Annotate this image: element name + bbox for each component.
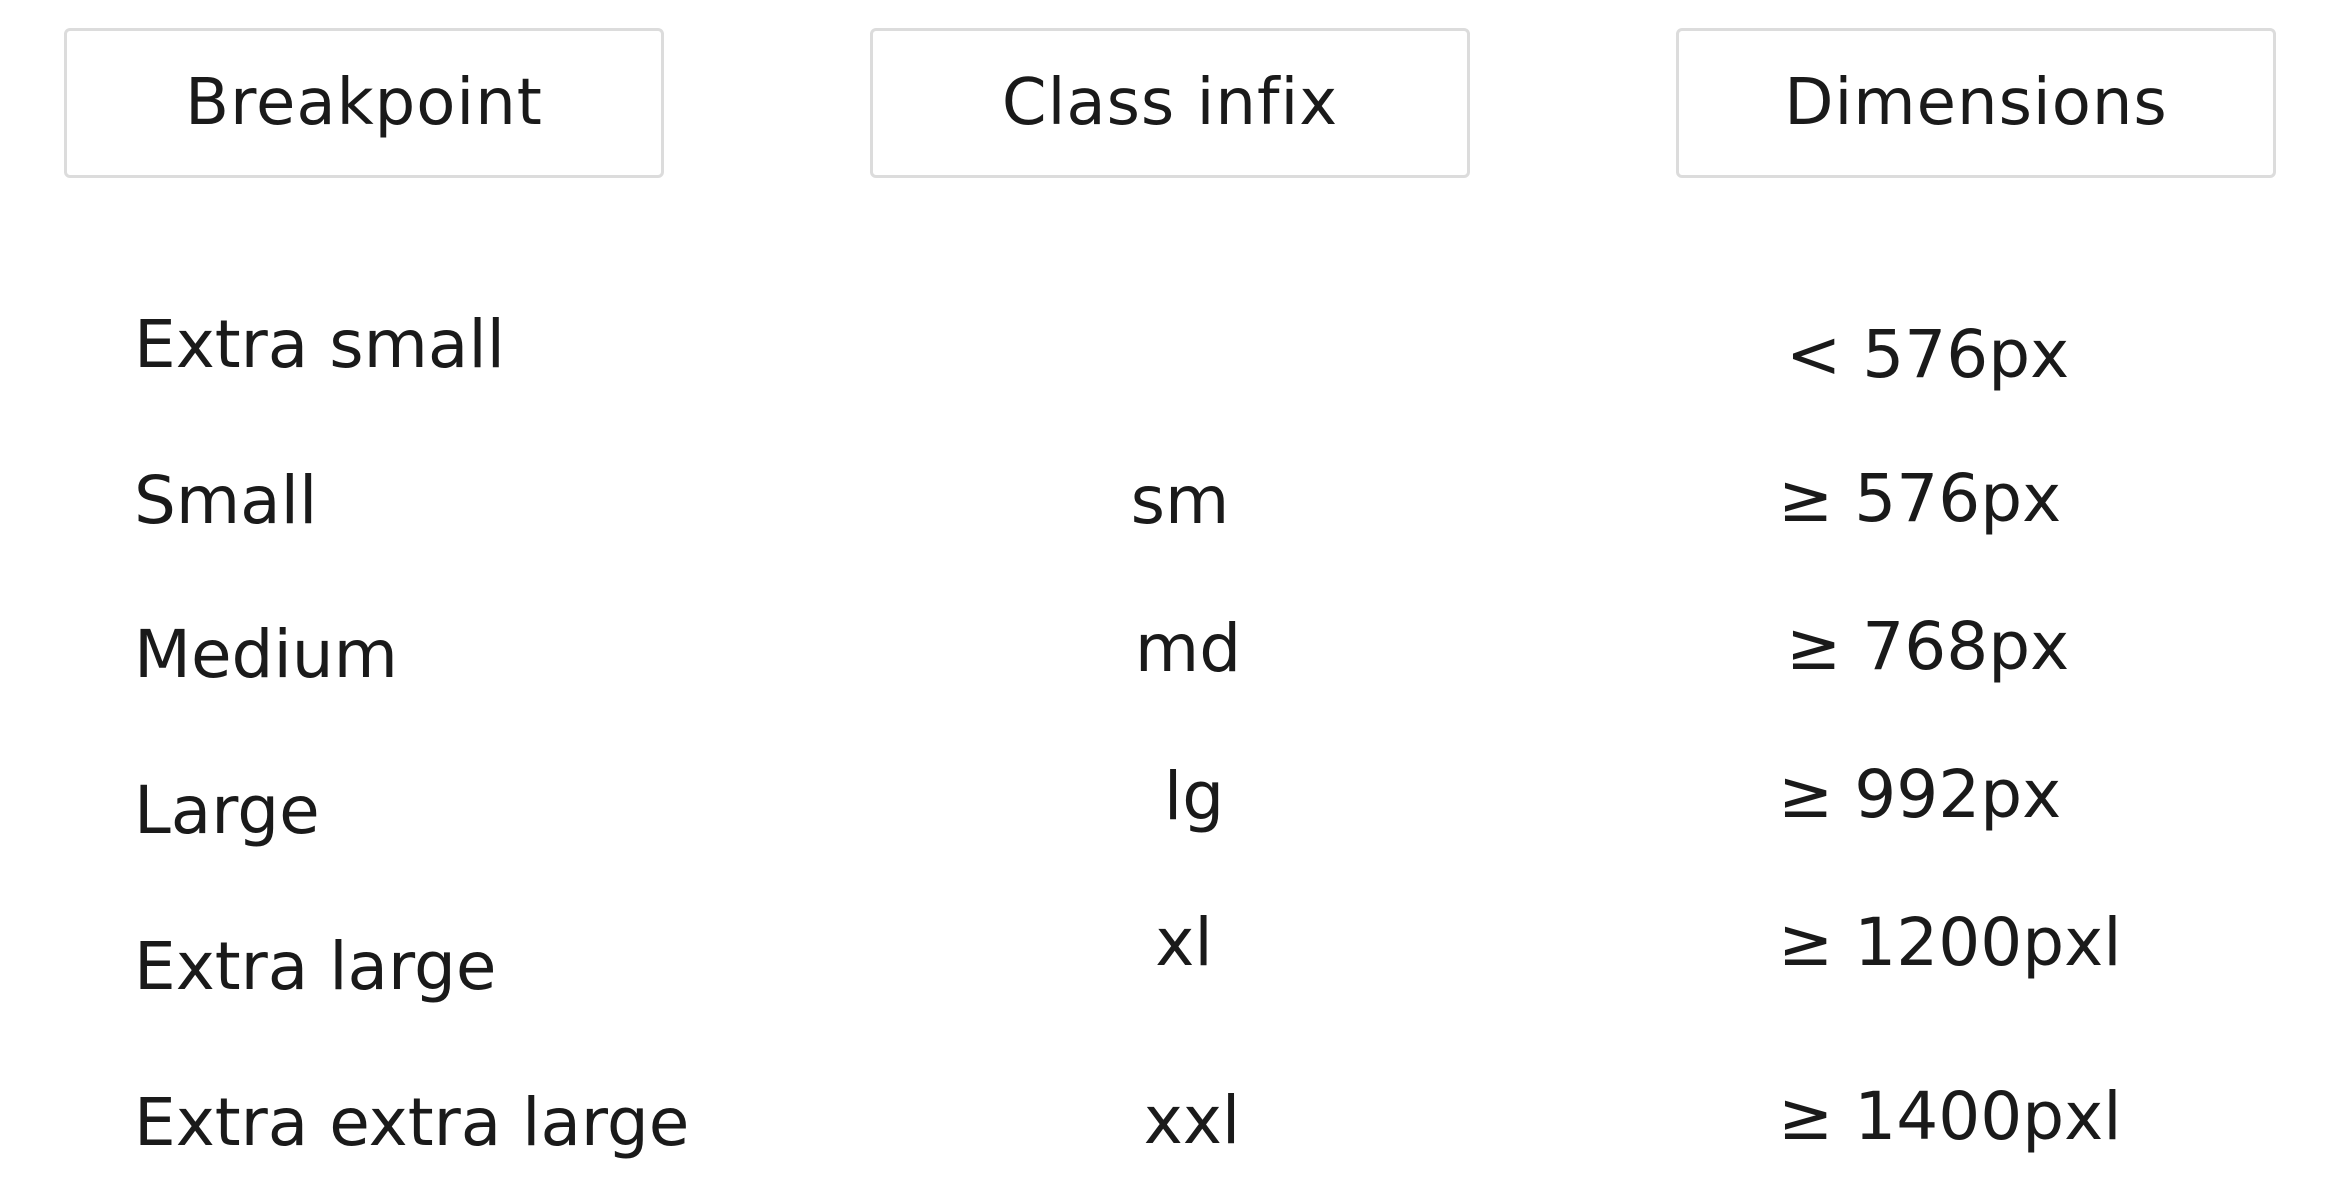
- class-infix: xl: [1155, 904, 1213, 981]
- header-dimensions: Dimensions: [1676, 28, 2276, 178]
- class-infix: md: [1134, 610, 1242, 687]
- breakpoint-name: Medium: [134, 616, 398, 693]
- class-infix: xxl: [1143, 1082, 1241, 1159]
- dimensions-value: ≥ 768px: [1786, 608, 2070, 685]
- header-class-infix: Class infix: [870, 28, 1470, 178]
- breakpoint-name: Large: [134, 772, 320, 849]
- breakpoint-name: Extra extra large: [134, 1084, 690, 1161]
- breakpoint-name: Extra large: [134, 928, 497, 1005]
- dimensions-value: ≥ 1200pxl: [1778, 904, 2122, 981]
- dimensions-value: ≥ 576px: [1778, 460, 2062, 537]
- dimensions-value: < 576px: [1786, 316, 2070, 393]
- dimensions-value: ≥ 992px: [1778, 756, 2062, 833]
- header-breakpoint: Breakpoint: [64, 28, 664, 178]
- dimensions-value: ≥ 1400pxl: [1778, 1078, 2122, 1155]
- class-infix: lg: [1163, 758, 1225, 835]
- breakpoint-name: Extra small: [134, 306, 505, 383]
- breakpoint-name: Small: [134, 462, 318, 539]
- class-infix: sm: [1130, 462, 1230, 539]
